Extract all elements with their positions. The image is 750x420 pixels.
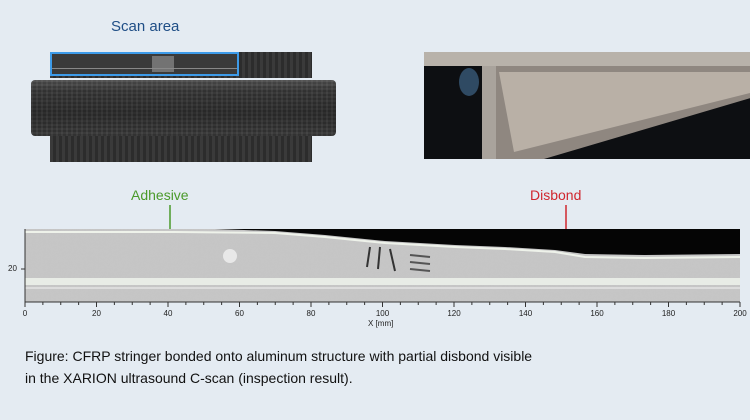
x-tick-label: 40 [163,309,173,318]
x-tick-label: 60 [235,309,244,318]
y-tick-label: 20 [8,264,17,273]
scan-area-highlight [50,52,239,76]
x-tick-label: 0 [22,309,28,318]
stringer-flange-bottom [50,136,312,162]
disbond-label: Disbond [530,187,582,203]
x-tick-label: 120 [447,309,461,318]
x-axis-label: X [mm] [368,319,394,328]
figure-caption: Figure: CFRP stringer bonded onto alumin… [25,345,532,389]
x-tick-label: 160 [590,309,604,318]
x-tick-label: 20 [92,309,101,318]
x-tick-label: 200 [733,309,747,318]
cscan-image [25,229,740,302]
caption-line-1: Figure: CFRP stringer bonded onto alumin… [25,348,533,364]
stringer-body [31,80,336,136]
x-tick-label: 180 [661,309,676,318]
x-tick-label: 140 [518,309,533,318]
cscan-axes [21,229,741,307]
aluminum-structure-photo [424,52,750,159]
scan-area-label: Scan area [111,18,180,35]
x-tick-label: 80 [306,309,316,318]
x-tick-label: 100 [375,309,390,318]
caption-line-2: in the XARION ultrasound C-scan (inspect… [25,370,353,386]
adhesive-label: Adhesive [131,187,189,203]
